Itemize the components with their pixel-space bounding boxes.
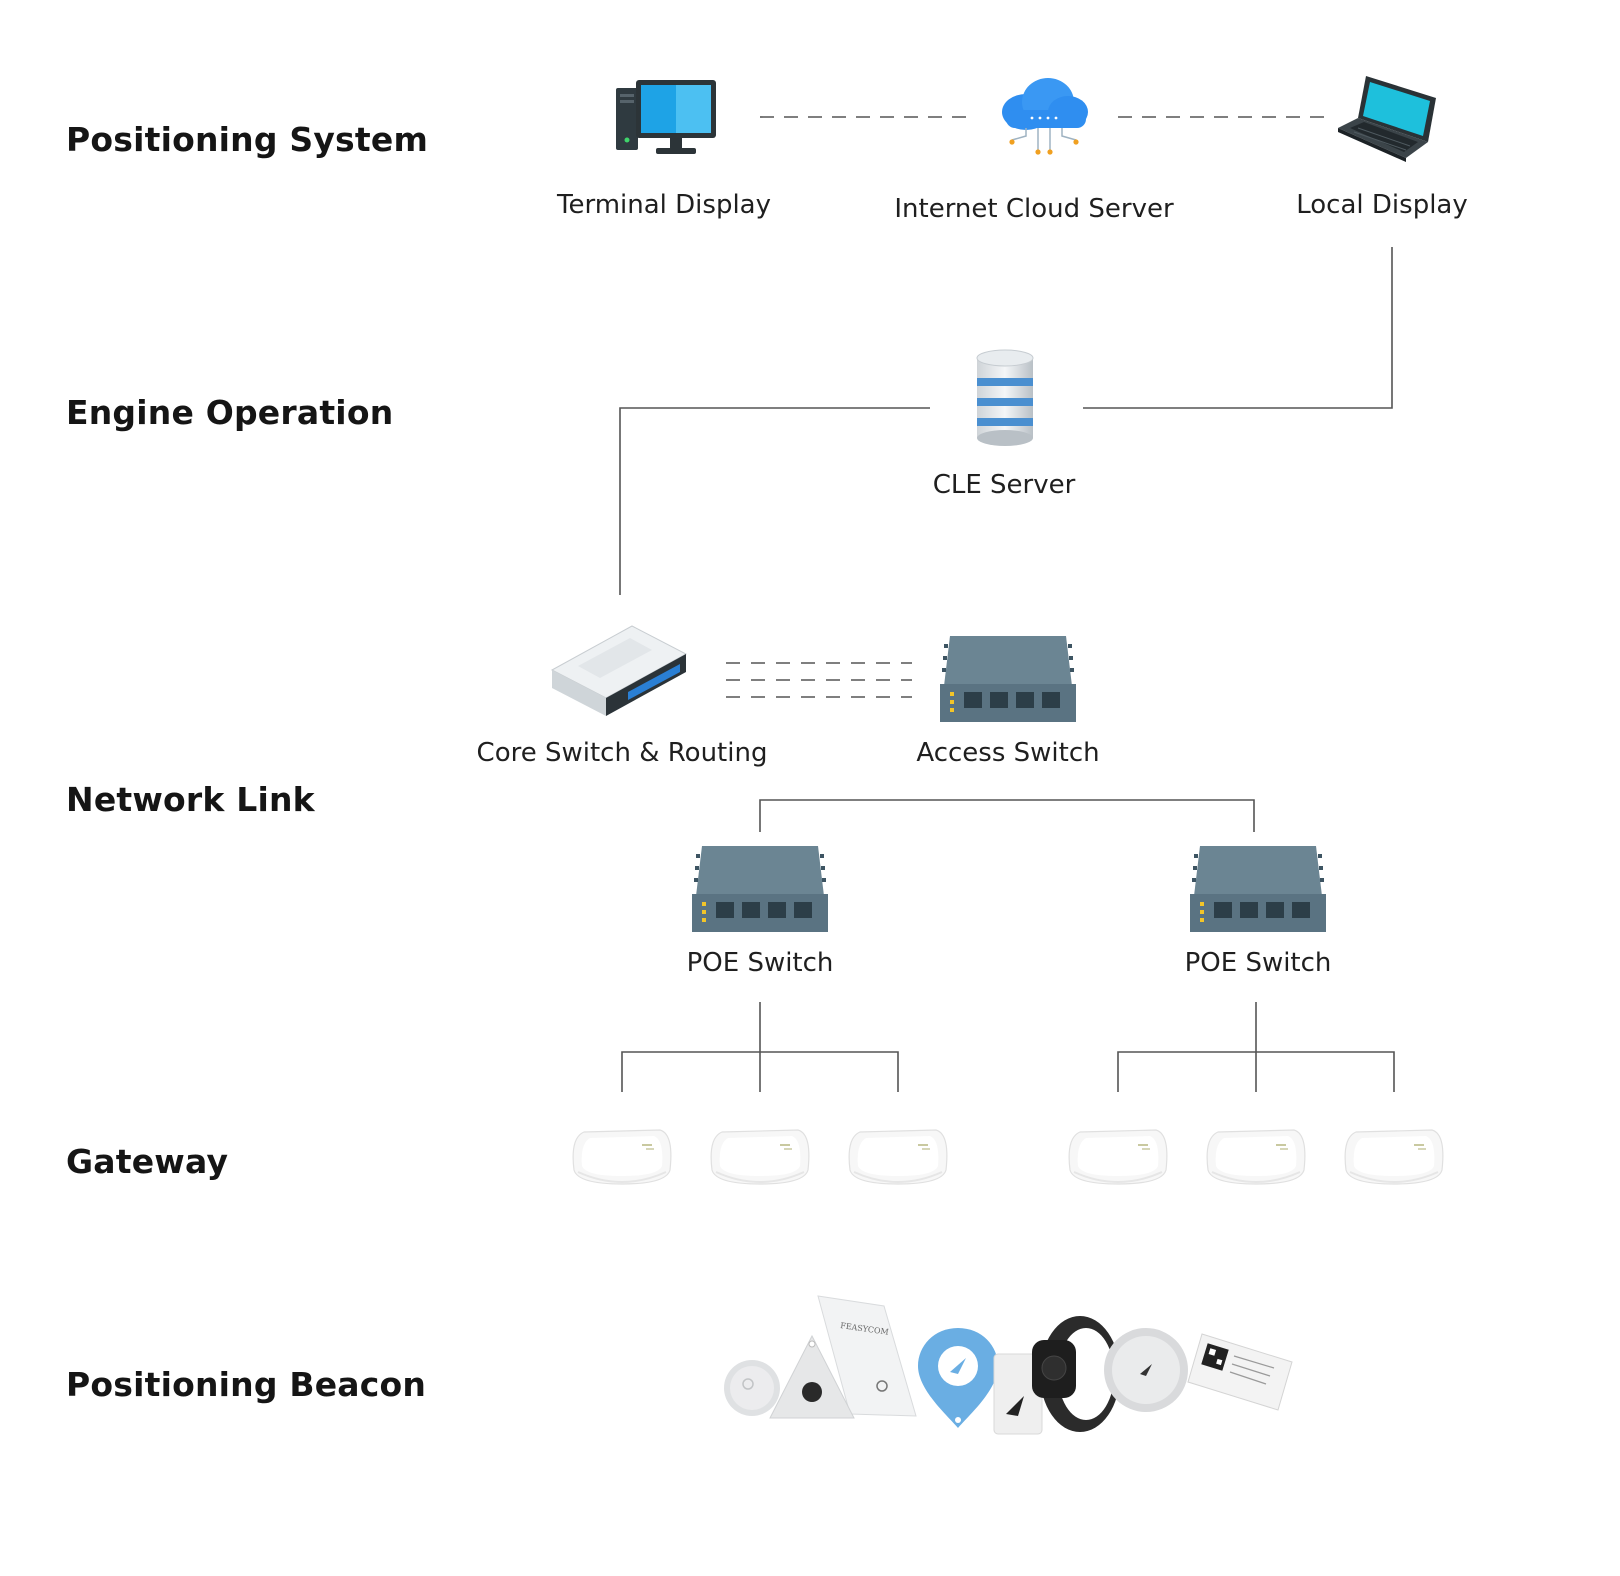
pin-beacon-icon [918, 1328, 998, 1428]
beacon-group: FEASYCOM [724, 1295, 1293, 1435]
gateway-icon [1344, 1129, 1444, 1185]
database-server-icon [976, 349, 1034, 446]
gateway-icon [710, 1129, 810, 1185]
poe-switch-left-icon [692, 846, 828, 932]
access-switch-icon [940, 636, 1076, 722]
round-grey-beacon-icon [1104, 1328, 1188, 1412]
round-beacon-icon [724, 1360, 780, 1416]
layer-title-positioning-beacon: Positioning Beacon [66, 1365, 427, 1404]
gateway-icon [1206, 1129, 1306, 1185]
card-beacon-icon: FEASYCOM [817, 1295, 917, 1417]
cloud-icon [1002, 78, 1088, 155]
tag-beacon-icon [1187, 1333, 1293, 1411]
gateway-icon [572, 1129, 672, 1185]
label-terminal-display: Terminal Display [557, 190, 771, 220]
link-poe-left-branch [621, 1051, 899, 1092]
label-cle-server: CLE Server [932, 470, 1076, 500]
gateway-icon [1068, 1129, 1168, 1185]
link-cle-core [619, 407, 930, 595]
layer-title-gateway: Gateway [66, 1142, 229, 1181]
link-poe-right-branch [1117, 1051, 1395, 1092]
laptop-icon [1338, 76, 1436, 162]
link-local-cle [1083, 247, 1393, 409]
wristband-beacon-icon [1032, 1316, 1120, 1432]
label-access-switch: Access Switch [916, 738, 1100, 768]
layer-title-positioning-system: Positioning System [66, 120, 429, 159]
triangle-beacon-icon [769, 1334, 855, 1419]
layer-title-network-link: Network Link [66, 780, 315, 819]
link-access-poe [759, 799, 1255, 832]
label-internet-cloud-server: Internet Cloud Server [894, 194, 1174, 224]
desktop-computer-icon [616, 80, 716, 154]
poe-switch-right-icon [1190, 846, 1326, 932]
router-appliance-icon [550, 625, 688, 716]
gateway-icon [848, 1129, 948, 1185]
layer-title-engine-operation: Engine Operation [66, 393, 394, 432]
label-poe-switch-left: POE Switch [686, 948, 834, 978]
label-core-switch: Core Switch & Routing [476, 738, 768, 768]
link-core-access [726, 662, 912, 698]
label-poe-switch-right: POE Switch [1184, 948, 1332, 978]
label-local-display: Local Display [1296, 190, 1468, 220]
